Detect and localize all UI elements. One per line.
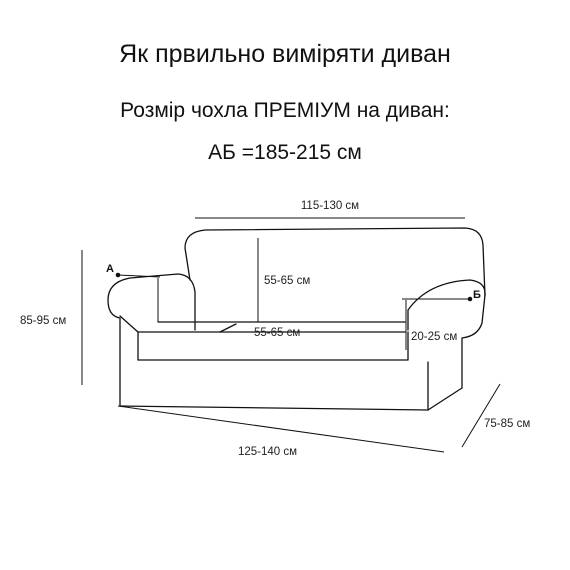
depth-line (461, 383, 501, 448)
bottom-width-line (117, 405, 445, 453)
ab-size-value: АБ =185-215 см (208, 141, 362, 164)
bottom-width-label: 125-140 см (238, 446, 297, 458)
point-a-connector (117, 274, 161, 278)
cover-size-heading: Розмір чохла ПРЕМІУМ на диван: (120, 99, 450, 122)
point-a-label: А (106, 263, 114, 275)
sofa-left-arm (107, 273, 196, 407)
point-b-dot (467, 296, 473, 302)
sofa-drawing (107, 227, 486, 411)
point-a-dot (115, 272, 121, 278)
sofa-seat-face (137, 331, 409, 361)
total-height-label: 85-95 см (20, 315, 66, 327)
back-height-label: 55-65 см (264, 275, 310, 287)
page-title: Як првильно виміряти диван (119, 40, 451, 68)
sofa-base (119, 405, 429, 411)
sofa-right-arm (407, 279, 486, 411)
sofa-seat-cushion-line (219, 323, 237, 333)
depth-label: 75-85 см (484, 418, 530, 430)
point-b-label: Б (473, 289, 481, 301)
sofa-left-arm-front (119, 315, 139, 361)
dimension-lines (81, 217, 501, 453)
top-width-label: 115-130 см (301, 200, 359, 212)
sofa-backrest (184, 227, 486, 297)
arm-height-label: 20-25 см (411, 331, 457, 343)
seat-depth-label: 55-65 см (254, 327, 300, 339)
dimension-points (115, 272, 473, 302)
